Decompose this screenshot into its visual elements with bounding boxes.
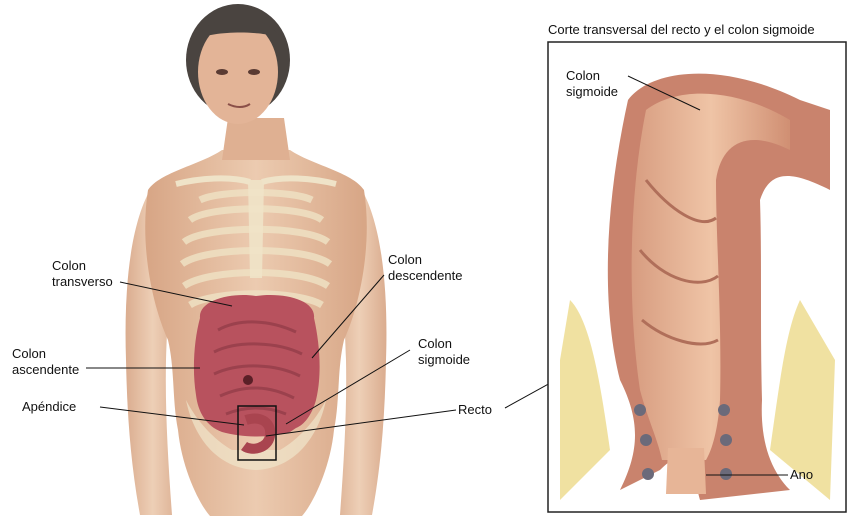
label-transverse-colon: Colon transverso bbox=[52, 258, 113, 290]
anal-canal bbox=[666, 448, 706, 494]
human-figure bbox=[126, 4, 387, 516]
inset-label-sigmoid-colon: Colon sigmoide bbox=[566, 68, 618, 100]
label-ascending-colon: Colon ascendente bbox=[12, 346, 79, 378]
head bbox=[186, 4, 290, 124]
label-sigmoid-colon: Colon sigmoide bbox=[418, 336, 470, 368]
label-appendix: Apéndice bbox=[22, 399, 76, 415]
inset-title: Corte transversal del recto y el colon s… bbox=[548, 22, 815, 37]
label-descending-colon: Colon descendente bbox=[388, 252, 462, 284]
inset-panel bbox=[548, 42, 846, 512]
inset-label-anus: Ano bbox=[790, 467, 813, 483]
label-rectum: Recto bbox=[458, 402, 492, 418]
neck bbox=[222, 118, 290, 160]
sternum bbox=[248, 180, 264, 278]
